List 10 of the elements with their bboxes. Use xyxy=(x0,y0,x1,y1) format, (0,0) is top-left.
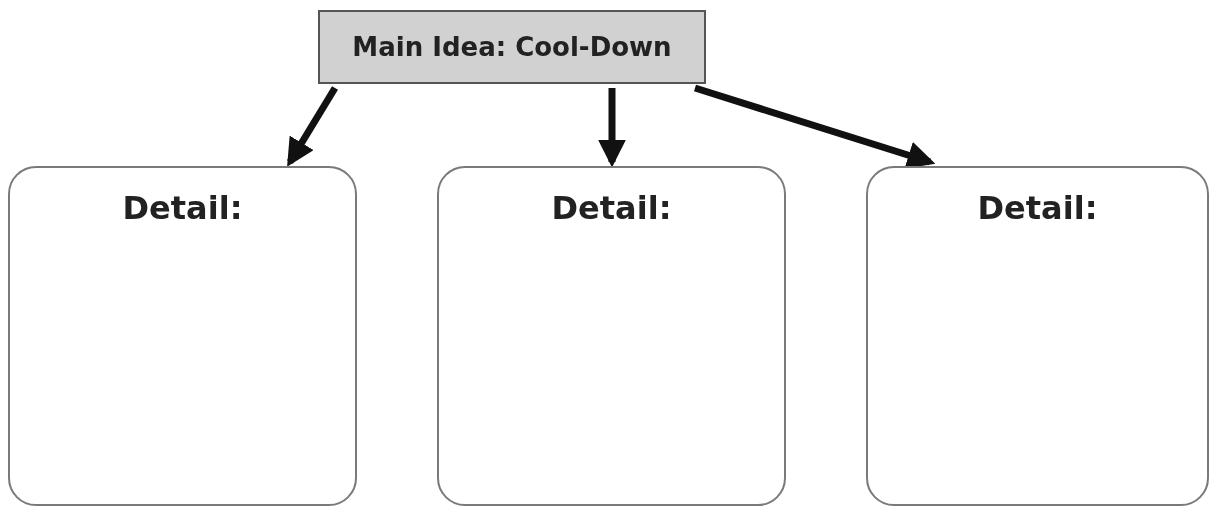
detail-label: Detail: xyxy=(977,188,1098,229)
main-idea-text: Main Idea: Cool-Down xyxy=(352,30,672,64)
detail-box xyxy=(866,166,1209,506)
detail-label: Detail: xyxy=(551,188,672,229)
arrow xyxy=(287,86,338,167)
main-idea-box xyxy=(318,10,706,84)
detail-box xyxy=(8,166,357,506)
arrow xyxy=(693,84,936,169)
detail-box xyxy=(437,166,786,506)
detail-label: Detail: xyxy=(122,188,243,229)
